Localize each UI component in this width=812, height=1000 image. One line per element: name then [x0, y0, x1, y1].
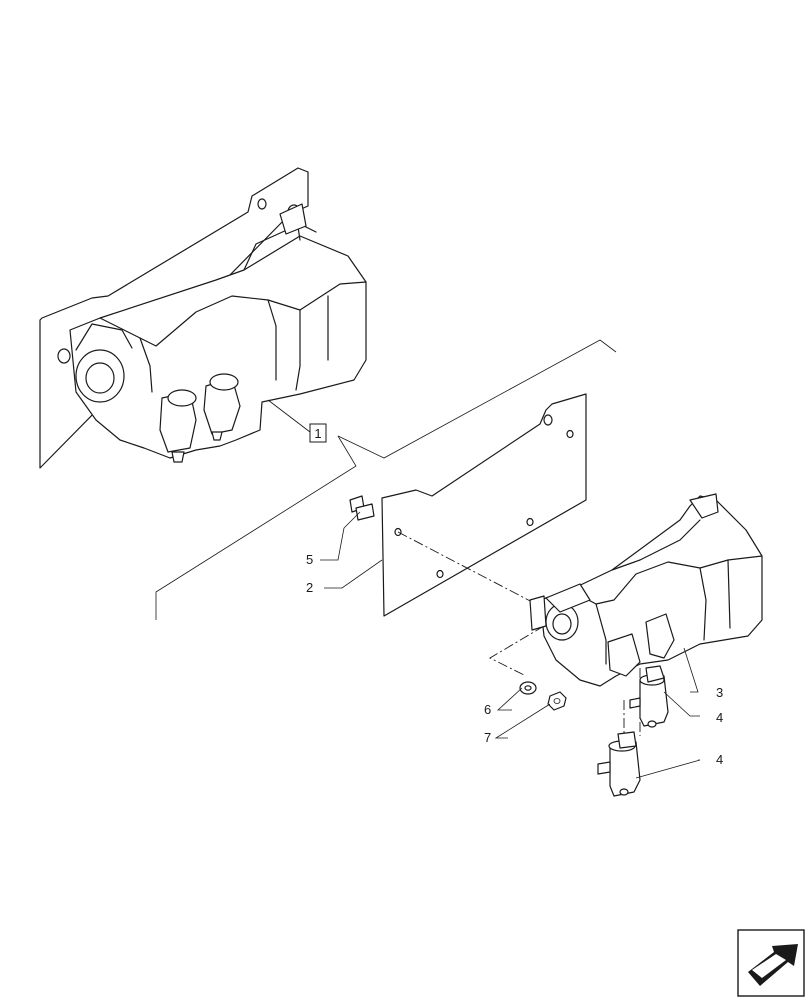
callout-5-label: 5: [306, 552, 313, 567]
washer-pump-lower: [597, 731, 641, 797]
reservoir-exploded: [529, 493, 763, 687]
nut: [547, 691, 567, 711]
callout-3-label: 3: [716, 685, 723, 700]
callout-2-label: 2: [306, 580, 313, 595]
callout-1: 1: [309, 423, 327, 443]
washer: [519, 681, 537, 695]
callout-1-bracket: [155, 339, 617, 620]
callout-1-label: 1: [314, 426, 321, 441]
next-page-arrow-icon[interactable]: [737, 929, 805, 997]
callout-7-label: 7: [484, 730, 491, 745]
callout-leaders: [320, 511, 701, 779]
callout-6-label: 6: [484, 702, 491, 717]
callout-4b-label: 4: [716, 752, 723, 767]
bolt: [349, 495, 375, 521]
gasket-plate: [381, 393, 587, 617]
callout-4a-label: 4: [716, 710, 723, 725]
assembled-reservoir-view: [39, 167, 367, 469]
washer-pump-upper: [629, 665, 669, 728]
